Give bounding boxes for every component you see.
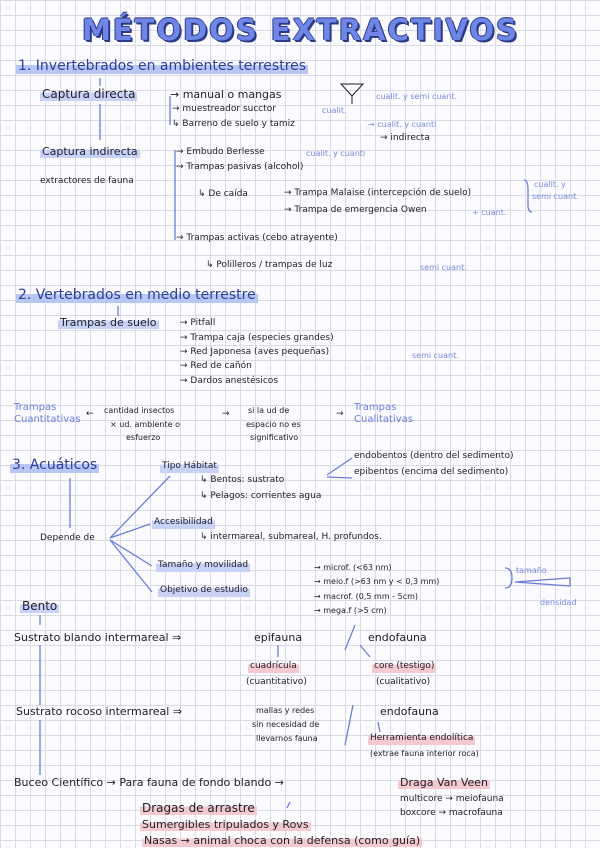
microfauna: → microf. (<63 nm): [314, 563, 392, 572]
muestreador: → muestreador succtor: [172, 104, 276, 114]
bentos: ↳ Bentos: sustrato: [200, 475, 285, 485]
page-title: MÉTODOS EXTRACTIVOS: [82, 13, 519, 47]
epibentos: epibentos (encima del sedimento): [354, 467, 509, 477]
cantidad-2: × ud. ambiente o: [110, 420, 180, 429]
trampas-pasivas: → Trampas pasivas (alcohol): [176, 162, 304, 172]
endofauna-roca: endofauna: [380, 705, 439, 718]
brace-note-2: semi cuant.: [532, 192, 579, 201]
extractores-fauna: extractores de fauna: [40, 176, 134, 186]
mallas-3: llevarnos fauna: [256, 734, 318, 743]
boxcore: boxcore → macrofauna: [400, 808, 503, 818]
herramienta-note: (extrae fauna interior roca): [370, 749, 479, 758]
manual-mangas: → manual o mangas: [170, 88, 282, 101]
trampa-emergencia: → Trampa de emergencia Owen: [284, 205, 427, 215]
s2-item-3: → Red Japonesa (aves pequeñas): [180, 347, 330, 357]
cantidad-1: cantidad insectos: [104, 406, 175, 415]
cantidad-3: esfuerzo: [126, 433, 161, 442]
note-embudo: cualit. y cuanti: [306, 149, 366, 158]
note-cualit-cuanti: → cualit. y cuanti: [368, 120, 437, 129]
depende-de: Depende de: [40, 533, 95, 543]
arrow-right-1: →: [222, 409, 230, 419]
polilleros: ↳ Polilleros / trampas de luz: [206, 260, 333, 270]
section-2-heading: 2. Vertebrados en medio terrestre: [16, 287, 258, 303]
trampas-activas: → Trampas activas (cebo atrayente): [176, 233, 338, 243]
brace-note-1: cualit. y: [534, 180, 566, 189]
section-3-heading: 3. Acuáticos: [10, 457, 100, 473]
trampas-cuantitativas: Trampas Cuantitativas: [14, 402, 81, 425]
si-ud-1: si la ud de: [248, 406, 290, 415]
note-semicuant: semi cuant.: [412, 351, 459, 360]
trampa-malaise: → Trampa Malaise (intercepción de suelo): [284, 188, 472, 198]
endofauna: endofauna: [368, 631, 427, 644]
accesibilidad-detail: ↳ intermareal, submareal, H. profundos.: [200, 532, 382, 542]
draga-van-veen: Draga Van Veen: [398, 776, 491, 789]
s2-item-1: → Pitfall: [180, 318, 216, 328]
barreno: ↳ Barreno de suelo y tamiz: [172, 119, 295, 129]
endobentos: endobentos (dentro del sedimento): [354, 451, 514, 461]
section-1-heading: 1. Invertebrados en ambientes terrestres: [16, 58, 309, 74]
sumergibles: Sumergibles tripulados y Rovs: [140, 818, 311, 831]
tamano-label: tamaño: [516, 566, 547, 575]
s2-item-4: → Red de cañón: [180, 361, 252, 371]
cuadricula: cuadrícula: [248, 660, 299, 673]
arrow-left: ←: [86, 409, 94, 419]
herramienta-endolitica: Herramienta endolítica: [368, 732, 476, 745]
trampas-suelo: Trampas de suelo: [58, 316, 159, 329]
sustrato-blando: Sustrato blando intermareal ⇒: [14, 631, 182, 644]
s2-item-2: → Trampa caja (especies grandes): [180, 333, 334, 343]
macrofauna: → macrof. (0,5 mm - 5cm): [314, 592, 419, 601]
arrow-right-2: →: [336, 409, 344, 419]
captura-directa: Captura directa: [40, 87, 138, 101]
captura-indirecta: Captura indirecta: [40, 145, 140, 158]
accesibilidad: Accesibilidad: [152, 516, 215, 529]
nasas: Nasas → animal choca con la defensa (com…: [142, 834, 423, 847]
mallas-2: sin necesidad de: [252, 720, 320, 729]
tipo-habitat: Tipo Hábitat: [160, 460, 219, 473]
si-ud-3: significativo: [250, 433, 299, 442]
note-cualit-semicuant: cualit. y semi cuant.: [376, 92, 458, 101]
mallas-1: mallas y redes: [256, 706, 315, 715]
cualitativo: (cualitativo): [376, 677, 431, 687]
si-ud-2: espacio no es: [246, 420, 301, 429]
megafauna: → mega.f (>5 cm): [314, 606, 387, 615]
note-emergencia: + cuant.: [472, 208, 507, 217]
cuantitativo: (cuantitativo): [246, 677, 307, 687]
buceo-cientifico: Buceo Científico → Para fauna de fondo b…: [14, 776, 284, 789]
note-cualit: cualit.: [322, 106, 347, 115]
trampas-cualitativas: Trampas Cualitativas: [354, 402, 414, 425]
s2-item-5: → Dardos anestésicos: [180, 376, 279, 386]
bento-heading: Bento: [20, 599, 60, 613]
epifauna: epifauna: [254, 631, 303, 644]
sustrato-rocoso: Sustrato rocoso intermareal ⇒: [16, 705, 182, 718]
densidad-label: densidad: [540, 598, 577, 607]
core-testigo: core (testigo): [372, 660, 437, 673]
meiofauna: → meio.f (>63 nm y < 0,3 mm): [314, 577, 440, 586]
indirecta: → indirecta: [380, 133, 430, 143]
dragas-arrastre: Dragas de arrastre: [140, 801, 257, 815]
note-polilleros: semi cuant.: [420, 263, 467, 272]
tamano-movilidad: Tamaño y movilidad: [156, 559, 251, 572]
multicore: multicore → meiofauna: [400, 794, 504, 804]
pelagos: ↳ Pelagos: corrientes agua: [200, 491, 322, 501]
objetivo-estudio: Objetivo de estudio: [158, 584, 250, 597]
embudo: → Embudo Berlesse: [176, 147, 265, 157]
de-caida: ↳ De caída: [198, 189, 248, 199]
